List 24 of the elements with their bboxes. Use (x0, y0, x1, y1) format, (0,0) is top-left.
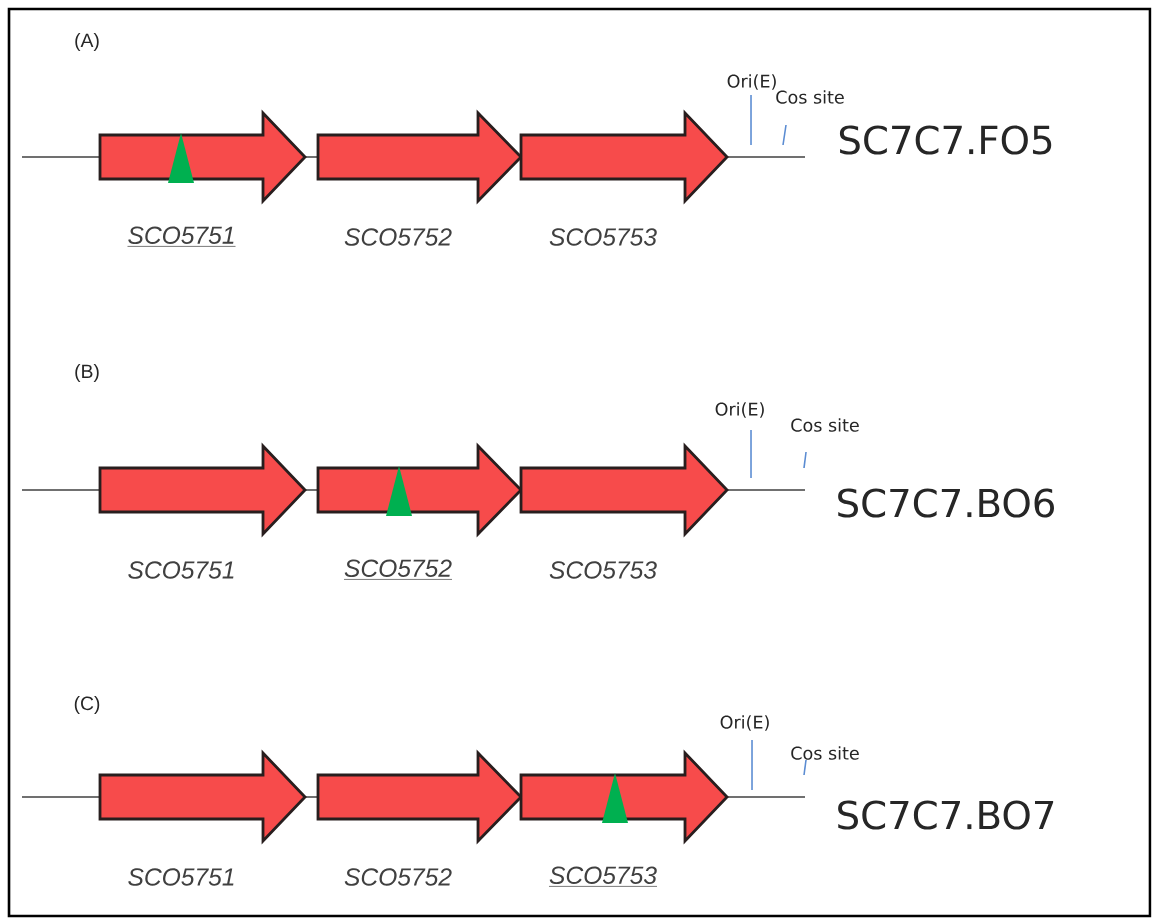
insertion-marker (386, 466, 412, 516)
clone-name: SC7C7.BO7 (838, 800, 1054, 830)
site-label: Ori(E) (727, 74, 776, 90)
node-label: SCO5751 (128, 868, 234, 886)
node-label: SCO5752 (344, 228, 452, 246)
panel-letter: (C) (74, 696, 100, 714)
site-label: Cos site (776, 90, 844, 104)
node-label: SCO5753 (549, 866, 657, 884)
node-label: SCO5752 (344, 868, 452, 886)
node-label: SCO5753 (549, 561, 657, 579)
clone-name: SC7C7.BO6 (838, 488, 1054, 518)
insertion-marker (602, 773, 628, 823)
node-label: SCO5751 (128, 226, 234, 244)
panel-letter: (A) (75, 33, 99, 51)
node-label: SCO5751 (128, 561, 234, 579)
site-label: Cos site (791, 746, 859, 760)
site-label: Ori(E) (715, 402, 764, 418)
site-label: Cos site (791, 418, 859, 432)
clone-name: SC7C7.FO5 (839, 125, 1052, 155)
panel-letter: (B) (75, 364, 99, 382)
node-label: SCO5753 (549, 228, 657, 246)
node-label: SCO5752 (344, 559, 452, 577)
site-label: Ori(E) (720, 715, 769, 731)
insertion-marker (168, 133, 194, 183)
